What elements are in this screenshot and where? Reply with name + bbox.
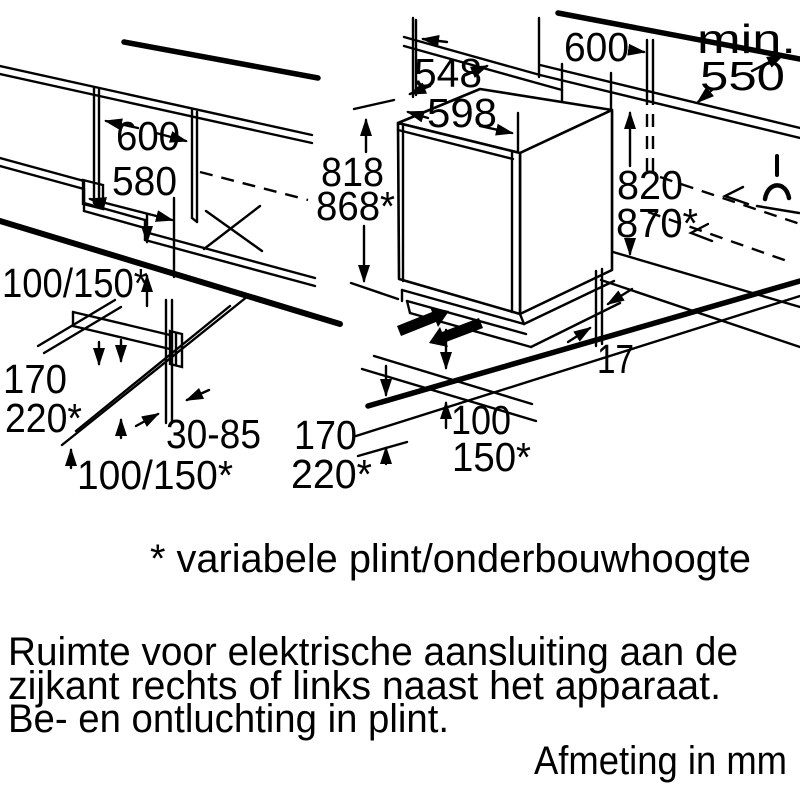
label-plinth-recess-range: 30-85 bbox=[166, 411, 261, 457]
dimension-labels: 600 580 100/150* 170 220* 30-85 100/150*… bbox=[2, 16, 796, 498]
dim-counter-depth bbox=[696, 53, 785, 104]
label-left-clearance-min: 170 bbox=[3, 356, 67, 402]
dim-left-niche-width-arrows bbox=[104, 118, 188, 143]
label-right-clearance-max: 220* bbox=[291, 451, 372, 497]
dim-left-niche-depth-arrow bbox=[88, 197, 174, 222]
label-left-niche-depth: 580 bbox=[112, 158, 177, 204]
label-counter-depth-prefix: min. bbox=[697, 16, 796, 62]
body-line-2: zijkant rechts of links naast het appara… bbox=[8, 664, 721, 708]
dim-recess-arrow-right bbox=[185, 387, 211, 402]
label-niche-height-min: 820 bbox=[617, 162, 683, 208]
label-left-niche-width: 600 bbox=[116, 113, 180, 159]
plinth-detail-section bbox=[36, 294, 250, 470]
footnote: * variabele plint/onderbouwhoogte bbox=[150, 537, 751, 581]
airflow-arrow-in-icon bbox=[397, 307, 449, 336]
label-appliance-width: 598 bbox=[427, 90, 497, 136]
appliance-scene bbox=[349, 10, 800, 466]
notes-text: * variabele plint/onderbouwhoogte Ruimte… bbox=[8, 537, 787, 783]
units-note: Afmeting in mm bbox=[534, 739, 787, 783]
label-floor-gap-min: 100 bbox=[451, 397, 511, 443]
label-niche-height-max: 870* bbox=[616, 200, 698, 246]
dim-appliance-height bbox=[349, 98, 400, 301]
power-plug-icon bbox=[755, 154, 800, 215]
body-line-1: Ruimte voor elektrische aansluiting aan … bbox=[8, 630, 738, 674]
dim-recess-arrow-left bbox=[134, 412, 160, 428]
label-appliance-height-max: 868* bbox=[316, 183, 395, 229]
left-cabinet-scene bbox=[0, 39, 343, 327]
label-left-clearance-max: 220* bbox=[5, 395, 82, 441]
appliance-3d-box bbox=[396, 87, 622, 349]
label-appliance-height-min: 818 bbox=[321, 149, 384, 195]
dim-niche-width-top bbox=[421, 35, 646, 56]
label-niche-width-top: 600 bbox=[564, 24, 629, 70]
body-line-3: Be- en ontluchting in plint. bbox=[8, 697, 449, 741]
label-plinth-height-bottom: 100/150* bbox=[77, 452, 233, 498]
label-right-clearance-min: 170 bbox=[294, 412, 357, 458]
label-floor-gap-max: 150* bbox=[452, 434, 531, 480]
airflow-arrow-out-icon bbox=[429, 318, 483, 347]
label-appliance-depth: 548 bbox=[414, 50, 482, 96]
label-plinth-gap: 17 bbox=[597, 336, 634, 382]
dim-appliance-depth-width bbox=[406, 64, 520, 153]
label-counter-depth-value: 550 bbox=[700, 53, 785, 99]
label-plinth-height-top: 100/150* bbox=[2, 260, 148, 306]
